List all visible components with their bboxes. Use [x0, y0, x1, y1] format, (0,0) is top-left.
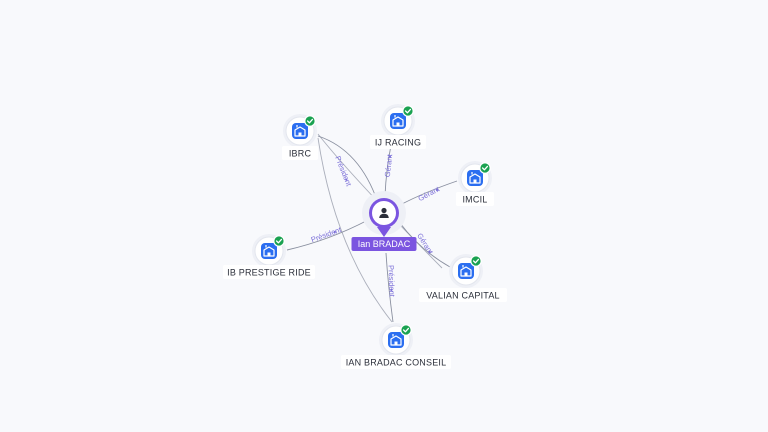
edge-secondary [317, 137, 393, 323]
relation-arrow [428, 250, 431, 253]
building-icon [261, 243, 277, 259]
verified-check-icon [273, 235, 285, 247]
verified-check-icon [304, 115, 316, 127]
relation-arrow [435, 188, 439, 192]
company-name: IBRC [289, 149, 312, 159]
building-icon [458, 263, 474, 279]
relation-label-imcil: Gérant [417, 184, 442, 203]
relation-label-ibrc: Président [333, 155, 354, 189]
center-name-badge [351, 237, 417, 251]
center-person-node[interactable]: Ian BRADAC [351, 191, 417, 251]
relation-arrow [345, 178, 348, 181]
relation-label-ib-prestige-ride: Président [310, 225, 344, 245]
building-icon [390, 113, 406, 129]
verified-check-icon [400, 324, 412, 336]
company-label-box [419, 288, 507, 302]
relation-edge-ibrc [317, 135, 379, 204]
company-node-imcil[interactable]: IMCIL [456, 161, 494, 206]
company-name: VALIAN CAPITAL [426, 291, 500, 301]
relation-label-ij-racing: Gérant [383, 153, 394, 178]
company-node-ibrc[interactable]: IBRC [282, 114, 318, 160]
verified-check-icon [402, 105, 414, 117]
company-node-valian-capital[interactable]: VALIAN CAPITAL [419, 254, 507, 302]
building-icon [292, 123, 308, 139]
company-label-box [282, 146, 318, 160]
company-name: IB PRESTIGE RIDE [227, 268, 311, 278]
relation-label-ian-bradac-conseil: Président [386, 265, 396, 298]
company-label-box [370, 135, 426, 149]
relation-arrow [333, 230, 336, 234]
relation-arrow [390, 288, 393, 292]
relation-edge-ian-bradac-conseil [385, 252, 394, 323]
company-node-ian-bradac-conseil[interactable]: IAN BRADAC CONSEIL [341, 323, 451, 369]
verified-check-icon [470, 255, 482, 267]
company-node-ij-racing[interactable]: IJ RACING [370, 104, 426, 149]
center-name: Ian BRADAC [358, 239, 411, 249]
company-label-box [456, 192, 494, 206]
relation-edge-valian-capital [399, 222, 451, 268]
verified-check-icon [479, 162, 491, 174]
building-icon [388, 332, 404, 348]
relation-edge-imcil [399, 180, 458, 206]
person-icon [369, 198, 399, 237]
company-node-ib-prestige-ride[interactable]: IB PRESTIGE RIDE [223, 234, 315, 279]
company-label-box [223, 265, 315, 279]
company-name: IJ RACING [375, 138, 421, 148]
building-icon [467, 170, 483, 186]
edges-layer [286, 133, 458, 323]
company-name: IMCIL [462, 195, 487, 205]
relation-arrow [388, 155, 392, 158]
nodes-layer: IBRC IJ RACING IMCIL IB PRESTIGE RIDE VALIAN… [223, 104, 507, 369]
company-name: IAN BRADAC CONSEIL [346, 358, 447, 368]
relation-edge-ib-prestige-ride [286, 219, 369, 251]
company-label-box [341, 355, 451, 369]
